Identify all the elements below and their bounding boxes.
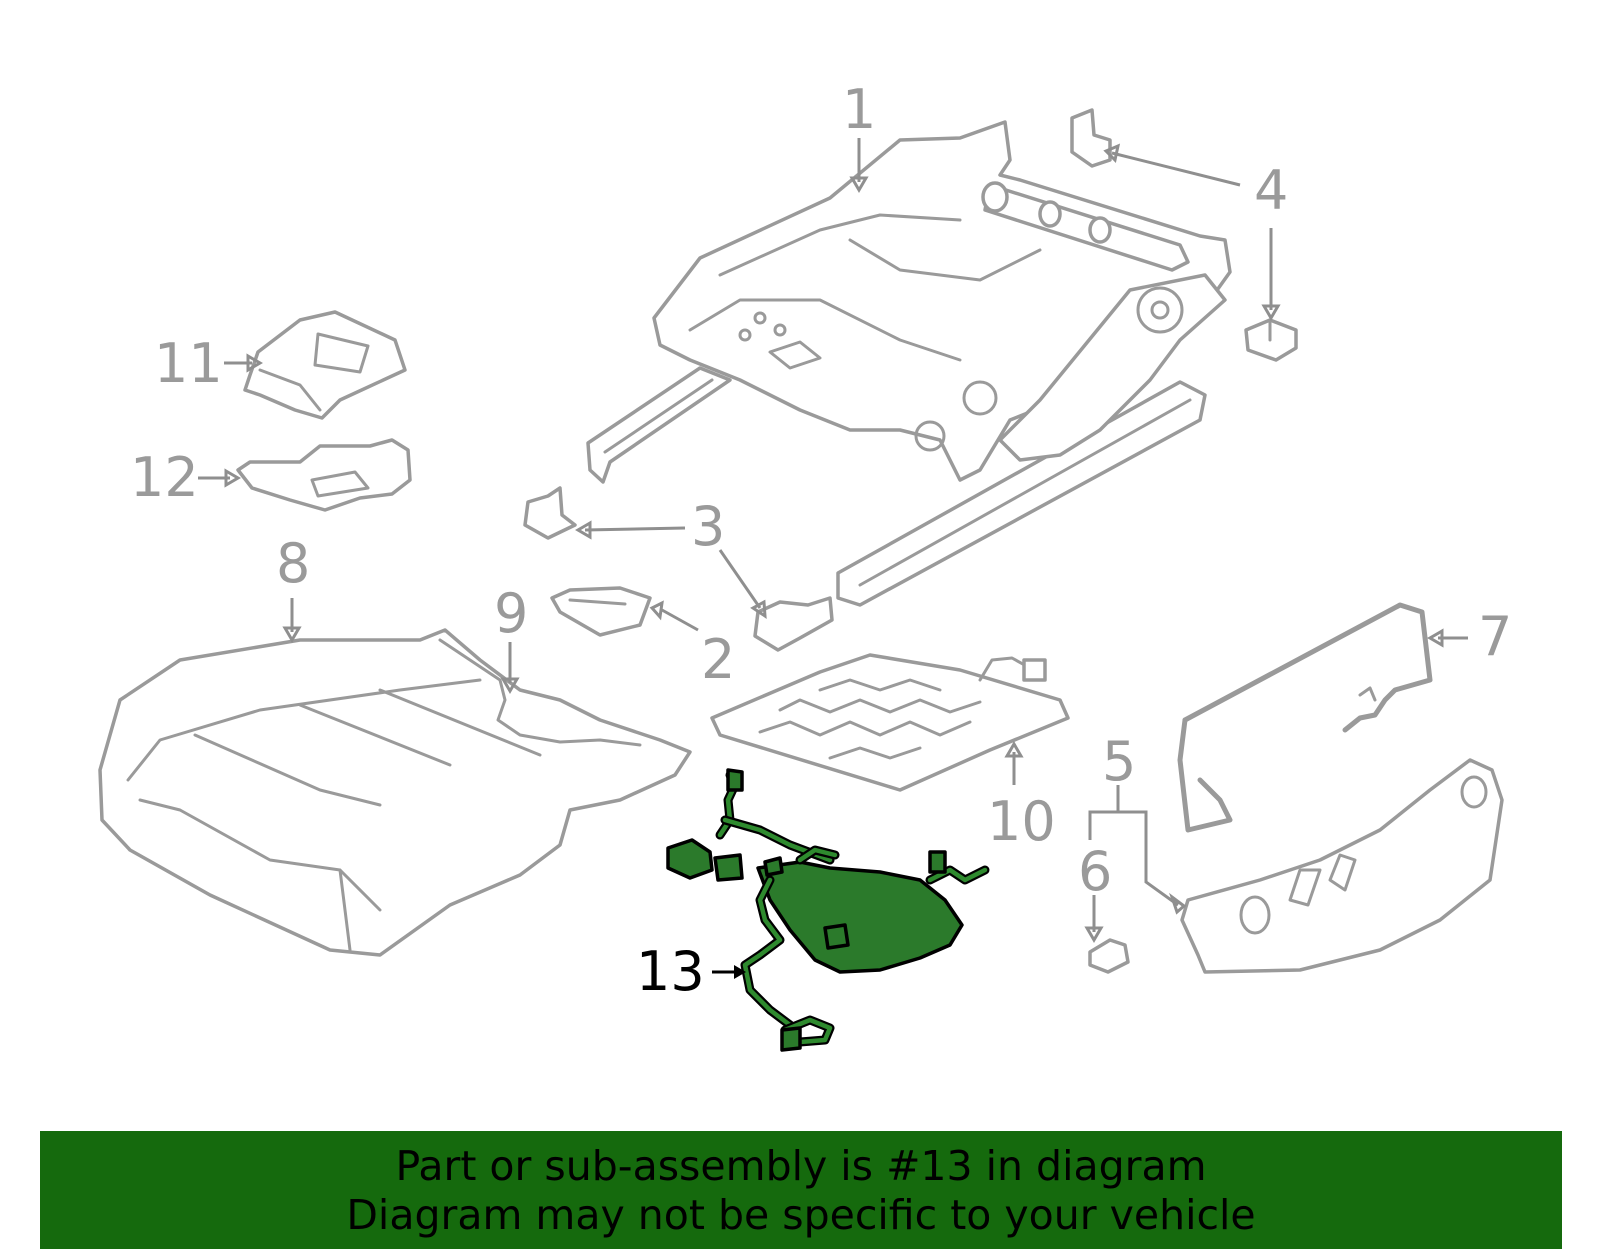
part-3-bracket-lower	[753, 596, 834, 652]
part-11-control-module	[243, 310, 407, 420]
part-13-wiring-harness	[666, 768, 990, 1052]
part-4-bracket-upper	[1070, 108, 1112, 168]
banner-line-2: Diagram may not be specific to your vehi…	[346, 1191, 1256, 1239]
callout-13: 13	[636, 940, 705, 1003]
part-4-bracket-lower	[1244, 318, 1298, 362]
part-7-wire-frame	[1177, 602, 1433, 833]
callout-7: 7	[1478, 605, 1512, 668]
callout-2: 2	[701, 628, 735, 691]
info-banner: Part or sub-assembly is #13 in diagram D…	[40, 1131, 1562, 1249]
part-5-side-shield	[1180, 758, 1504, 974]
callout-9: 9	[494, 582, 528, 645]
callout-3: 3	[691, 495, 725, 558]
callout-5: 5	[1102, 730, 1136, 793]
part-3-bracket-upper	[523, 486, 577, 540]
callout-12: 12	[130, 446, 199, 509]
part-10-heater-mat	[710, 653, 1070, 792]
callout-10: 10	[987, 790, 1056, 853]
leader-lines	[198, 138, 1468, 979]
part-1-seat-frame	[586, 120, 1232, 607]
part-6-clip	[1088, 938, 1130, 974]
part-12-module-bracket	[236, 438, 412, 512]
banner-line-1: Part or sub-assembly is #13 in diagram	[395, 1142, 1207, 1190]
callout-6: 6	[1078, 840, 1112, 903]
callout-11: 11	[154, 332, 223, 395]
callout-4: 4	[1254, 159, 1288, 222]
part-2-trim-cover	[550, 586, 652, 637]
callout-1: 1	[842, 78, 876, 141]
part-9-cushion-trim	[438, 638, 642, 747]
callout-8: 8	[276, 532, 310, 595]
part-8-cushion-cover	[98, 628, 692, 957]
